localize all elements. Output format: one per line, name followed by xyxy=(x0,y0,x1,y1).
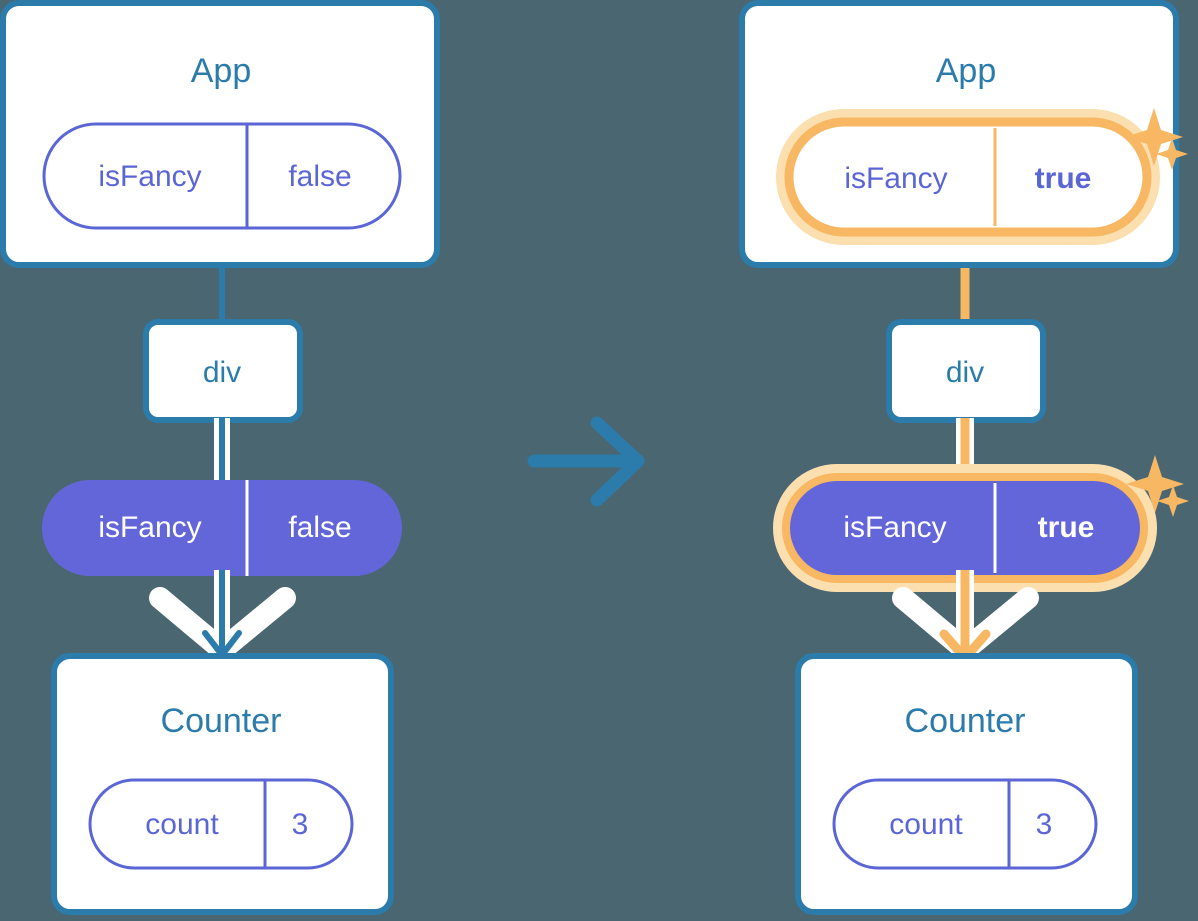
dom-node-label: div xyxy=(203,356,241,389)
counter-state-pill: count 3 xyxy=(832,778,1098,870)
pill-key: isFancy xyxy=(98,511,201,544)
app-state-pill-highlighted: isFancy true xyxy=(776,109,1160,245)
app-state-pill: isFancy false xyxy=(42,122,402,230)
transition-arrow-icon xyxy=(527,416,645,507)
pill-key: count xyxy=(145,808,219,841)
counter-card-title: Counter xyxy=(161,702,282,740)
pill-body xyxy=(784,117,1152,237)
app-card-title: App xyxy=(936,52,997,90)
dom-node-label: div xyxy=(946,356,984,389)
pill-value: true xyxy=(1038,511,1095,544)
prop-pill-highlighted: isFancy true xyxy=(773,464,1157,592)
pill-key: isFancy xyxy=(843,511,946,544)
pill-body xyxy=(88,778,354,870)
pill-key: isFancy xyxy=(844,162,947,195)
pill-body xyxy=(42,122,402,230)
pill-key: isFancy xyxy=(98,160,201,193)
pill-value: false xyxy=(288,511,351,544)
app-card-title: App xyxy=(191,52,252,90)
sparkle-icon-app xyxy=(1125,108,1188,170)
pill-body xyxy=(42,480,402,576)
pill-body xyxy=(832,778,1098,870)
prop-pill: isFancy false xyxy=(42,480,402,576)
counter-card-title: Counter xyxy=(905,702,1026,740)
pill-value: true xyxy=(1035,162,1092,195)
pill-value: false xyxy=(288,160,351,193)
sparkle-icon-prop xyxy=(1126,455,1189,517)
pill-key: count xyxy=(889,808,963,841)
pill-value: 3 xyxy=(1036,808,1053,841)
pill-value: 3 xyxy=(292,808,309,841)
counter-state-pill: count 3 xyxy=(88,778,354,870)
